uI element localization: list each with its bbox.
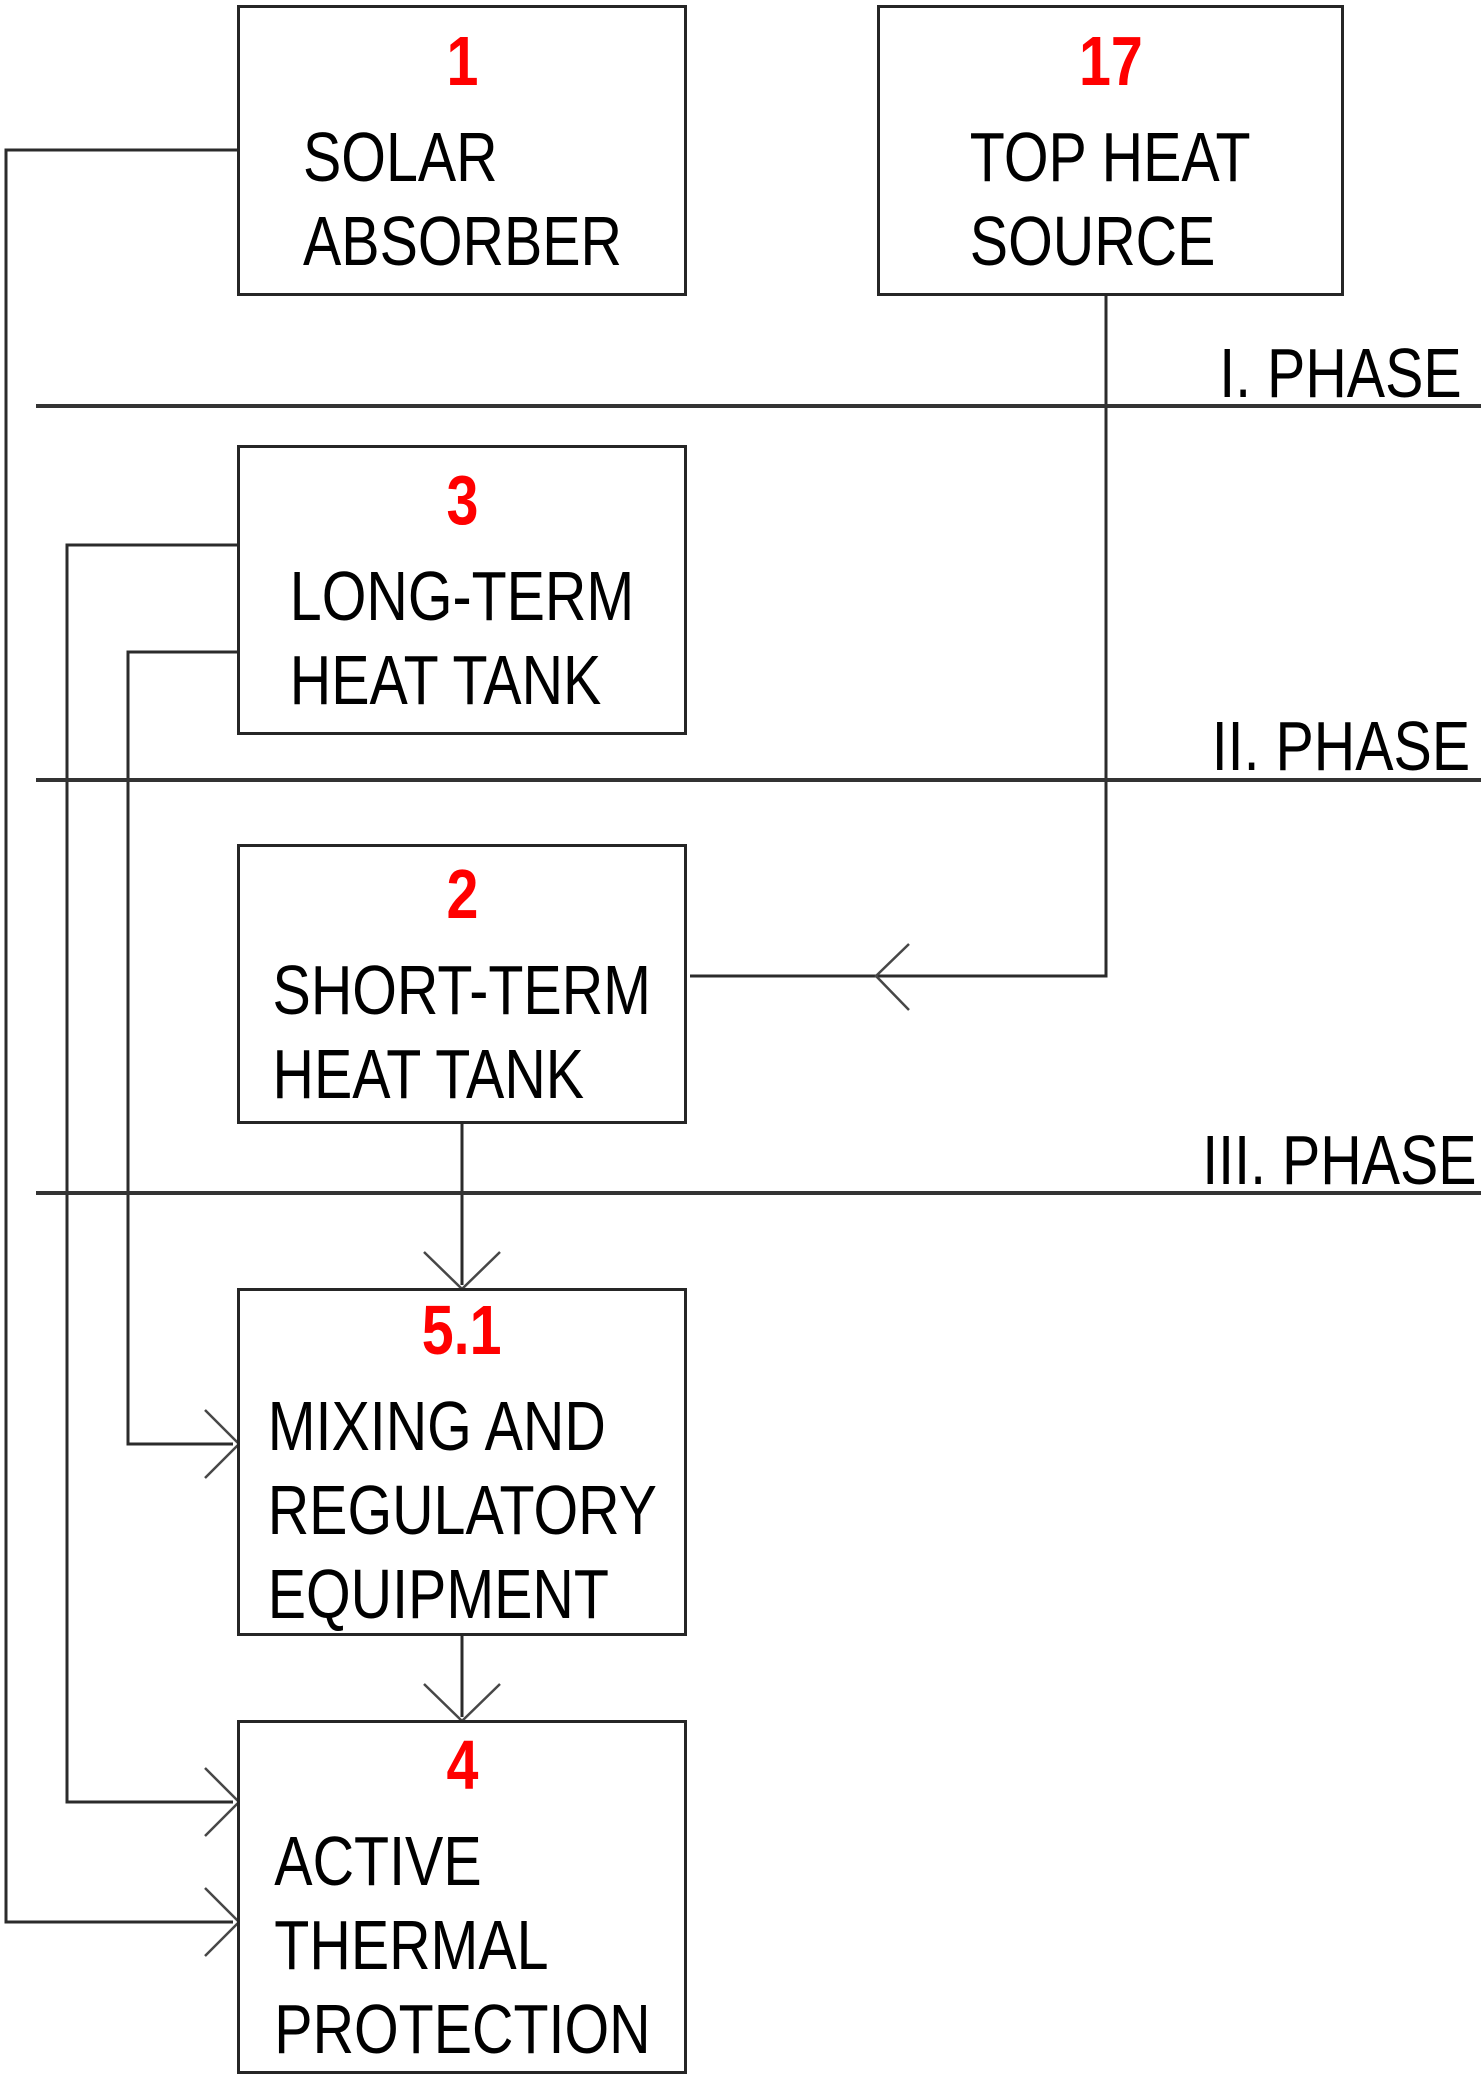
node-number: 4 xyxy=(446,1726,478,1804)
node-label-line: ACTIVE xyxy=(273,1822,482,1900)
phase-label-3: III. PHASE xyxy=(1202,1121,1477,1199)
node-label-line: SHORT-TERM xyxy=(272,951,652,1029)
node-number: 2 xyxy=(446,855,478,933)
phase-label-2: II. PHASE xyxy=(1211,707,1470,785)
node-label-line: THERMAL xyxy=(273,1906,549,1984)
node-label-line: REGULATORY xyxy=(267,1471,657,1549)
node-label-line: SOLAR xyxy=(302,117,498,196)
connector-longterm-to-mixing xyxy=(126,650,237,1446)
node-label-line: HEAT TANK xyxy=(272,1035,585,1113)
phase-label-1: I. PHASE xyxy=(1219,334,1462,412)
node-label-line: EQUIPMENT xyxy=(267,1555,609,1633)
node-number: 17 xyxy=(1078,21,1143,100)
node-label-line: ABSORBER xyxy=(302,201,622,280)
node-label-line: PROTECTION xyxy=(273,1990,651,2068)
node-label-line: LONG-TERM xyxy=(289,557,635,635)
node-number: 5.1 xyxy=(422,1291,502,1369)
node-label-line: SOURCE xyxy=(970,201,1216,280)
node-number: 3 xyxy=(446,461,478,539)
node-label-line: HEAT TANK xyxy=(289,641,602,719)
connector-topheat-to-shortterm xyxy=(690,296,1108,978)
connector-solar-to-protection xyxy=(4,148,237,1924)
node-number: 1 xyxy=(446,21,478,100)
connector-longterm-to-protection xyxy=(65,543,237,1804)
node-label-line: MIXING AND xyxy=(267,1387,606,1465)
arrowhead-into-shortterm-icon xyxy=(874,943,910,1011)
node-label-line: TOP HEAT xyxy=(970,117,1251,196)
